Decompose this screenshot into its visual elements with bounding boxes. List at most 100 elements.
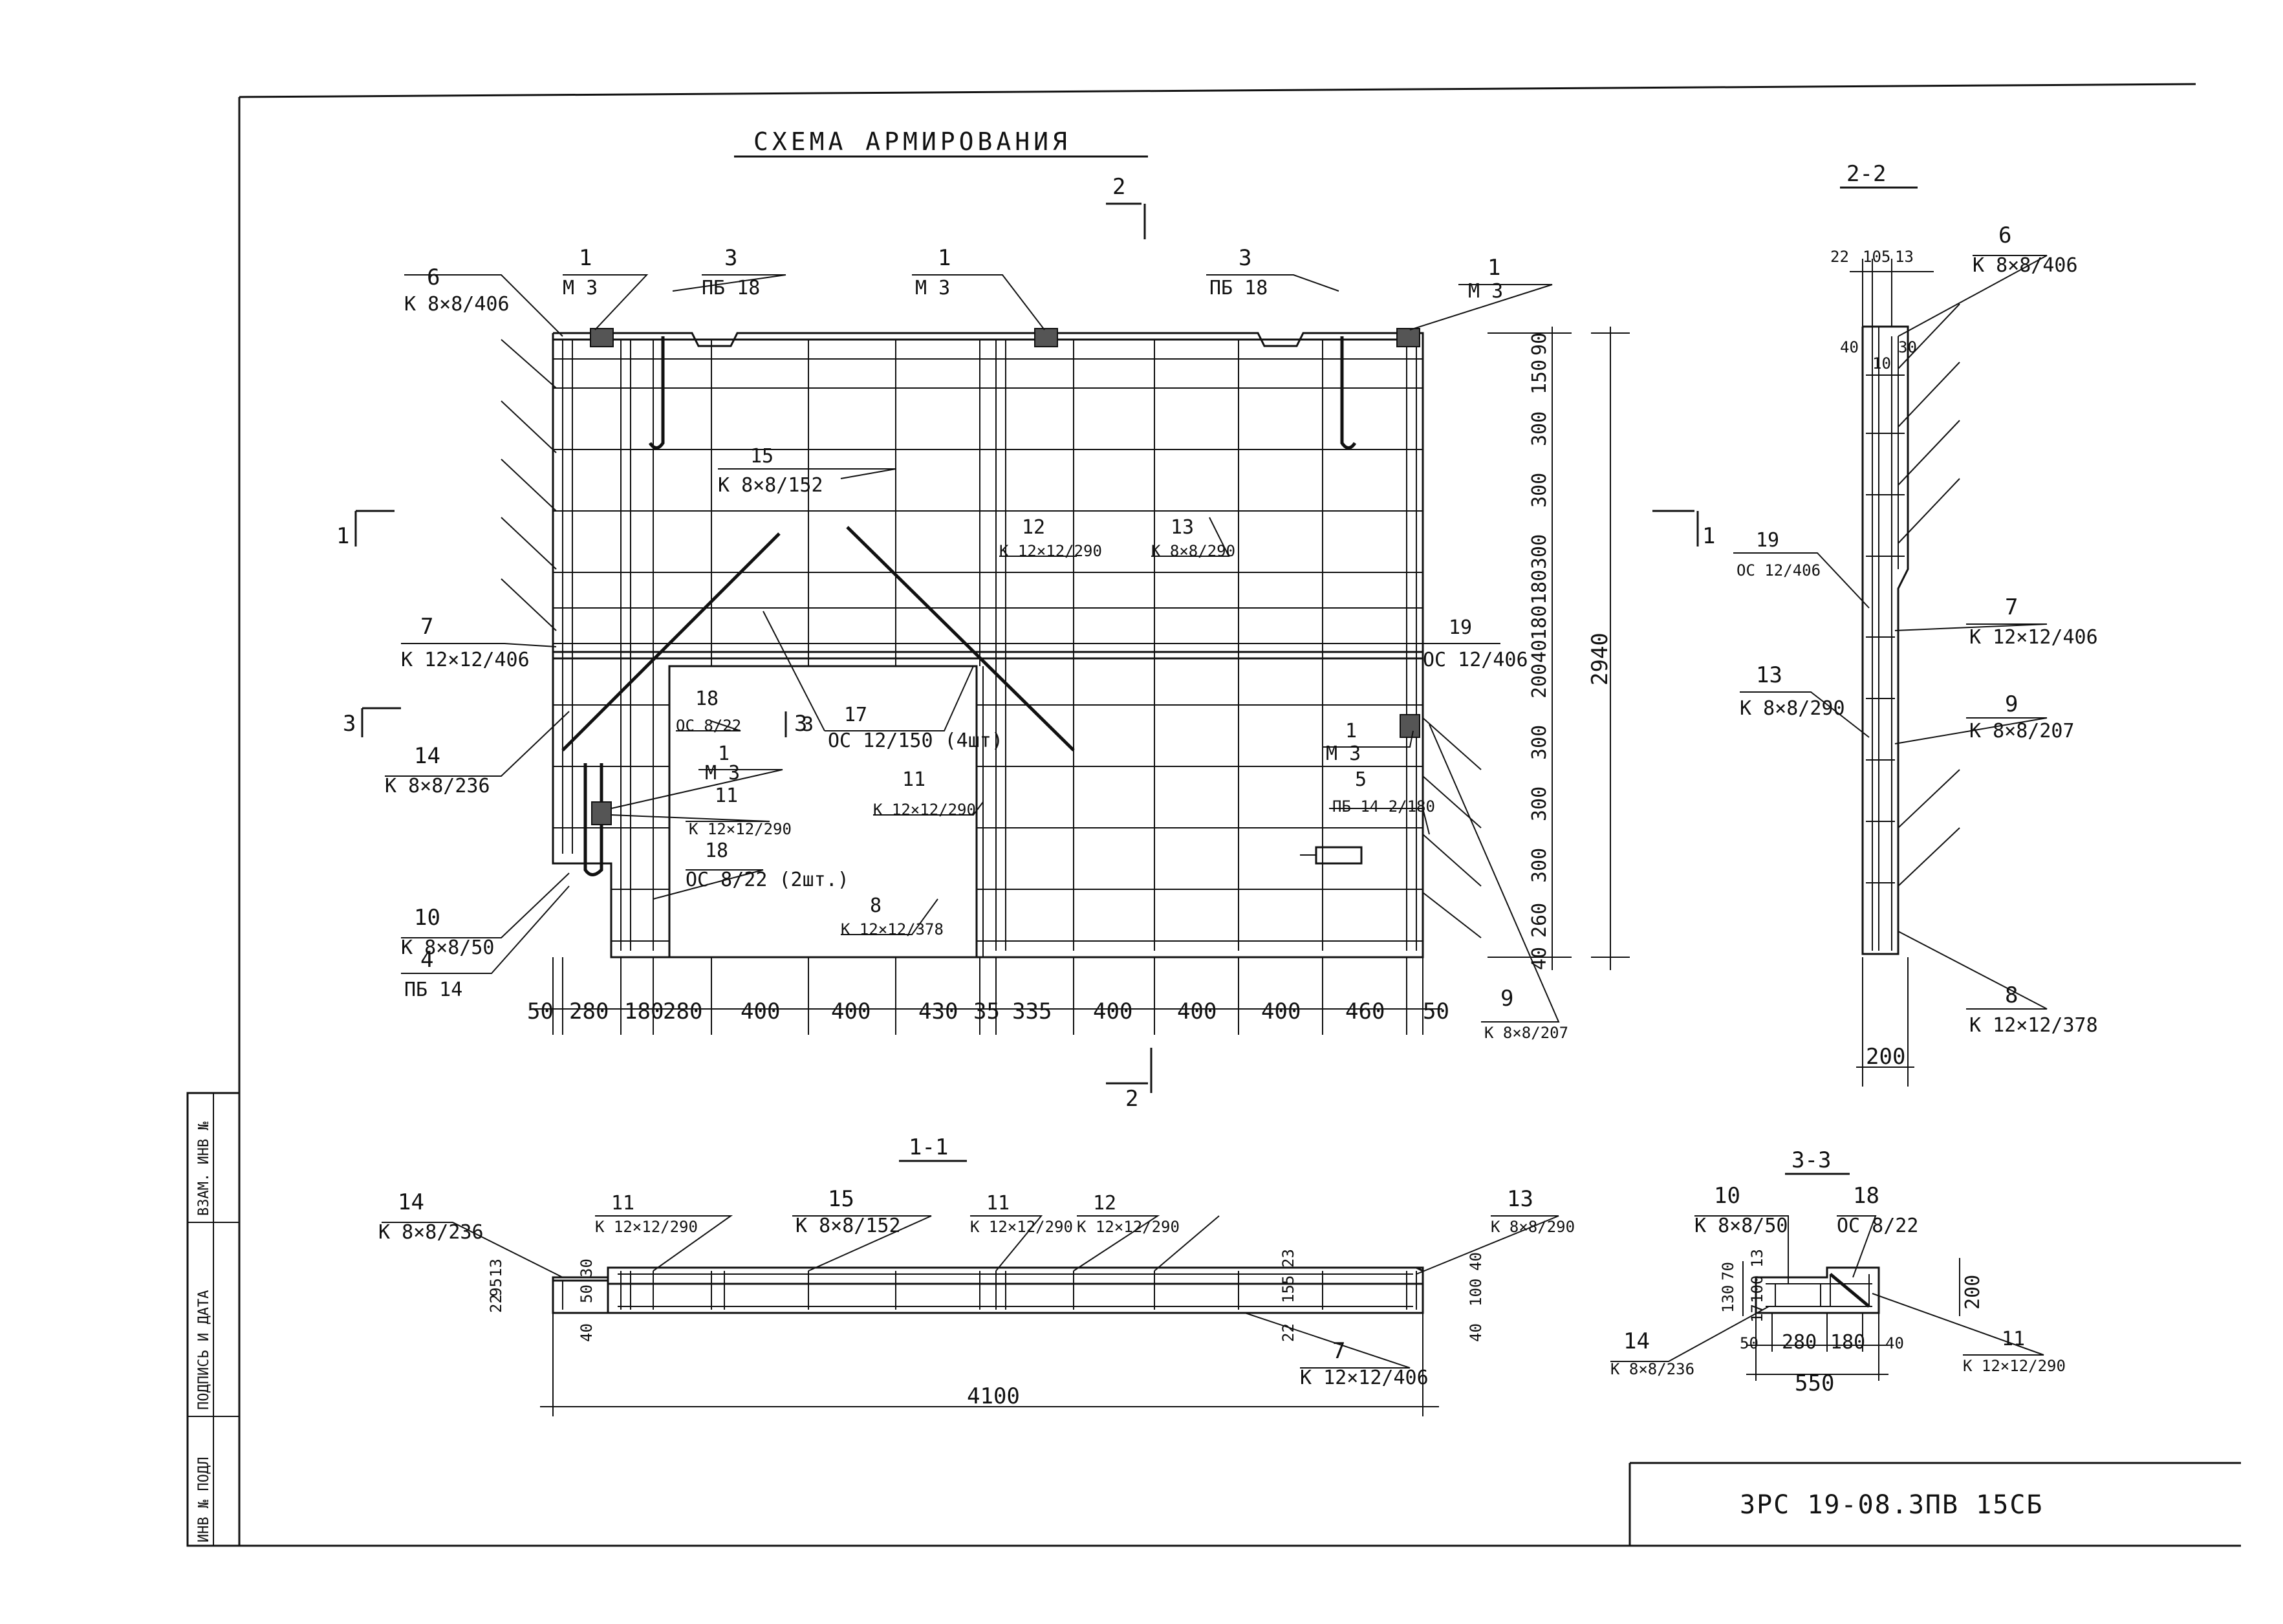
section-1-1-dim: 13 <box>487 1259 505 1277</box>
section-1-1-dim: 40 <box>1467 1323 1485 1342</box>
plan-right-dim: 300 <box>1528 786 1551 821</box>
section-2-2-dim: 22 <box>1830 248 1849 266</box>
section-2-2-bottom-dim: 200 <box>1866 1044 1905 1070</box>
section-2-2-dim: 13 <box>1895 248 1914 266</box>
mark-number: 18 <box>695 687 719 710</box>
mark-spec: ПБ 14 <box>404 979 462 1001</box>
mark-number: 10 <box>414 905 440 931</box>
mark-number: 18 <box>1853 1183 1879 1209</box>
plan-dim: 280 <box>663 999 702 1024</box>
mark-number: 7 <box>1332 1338 1345 1364</box>
section-3-3-dim: 100 <box>1748 1275 1766 1303</box>
cut-1-right: 1 <box>1702 523 1715 549</box>
mark-spec: ОС 12/150 (4шт) <box>828 730 1003 752</box>
mark-spec: К 12×12/290 <box>1077 1218 1180 1236</box>
mark-number: 5 <box>1355 768 1367 791</box>
section-1-1-verticals <box>562 1271 1417 1310</box>
mark-spec: М 3 <box>915 277 950 299</box>
mark-spec: К 8×8/207 <box>1969 720 2075 742</box>
section-3-3-right-dim: 200 <box>1962 1275 1984 1310</box>
mark-spec: К 12×12/406 <box>1969 626 2098 649</box>
section-1-1-dim: 155 <box>1279 1275 1297 1303</box>
plan-right-dim: 150 <box>1528 360 1551 395</box>
mark-spec: К 8×8/290 <box>1151 542 1235 560</box>
mark-number: 14 <box>398 1189 424 1215</box>
mark-spec: К 8×8/152 <box>795 1215 901 1237</box>
mark-number: 1 <box>1488 255 1500 281</box>
plan-horizontal-bars <box>553 358 1423 942</box>
cut-2-bottom: 2 <box>1125 1086 1138 1112</box>
mark-spec: К 8×8/50 <box>401 937 495 959</box>
embedded-plate-m3 <box>590 328 614 347</box>
plan-right-dim: 40 <box>1528 640 1551 663</box>
mark-number: 1 <box>938 245 951 271</box>
embedded-plate-m3 <box>1034 328 1058 347</box>
document-code: ЗРС 19-08.3ПВ 15СБ <box>1740 1490 2043 1520</box>
mark-spec: К 12×12/378 <box>1969 1014 2098 1037</box>
mark-number: 7 <box>420 614 433 640</box>
mark-spec: ПБ 14 2/180 <box>1332 797 1435 816</box>
mark-number: 11 <box>902 768 925 791</box>
section-2-2-title: 2-2 <box>1846 161 1886 187</box>
mark-number: 6 <box>427 265 440 290</box>
mark-spec: К 12×12/290 <box>873 801 976 819</box>
plan-dim: 35 <box>973 999 1000 1024</box>
mark-number: 3 <box>802 713 814 736</box>
plan-dim: 50 <box>527 999 554 1024</box>
stamp-vzam: ВЗАМ. ИНВ № <box>196 1121 212 1216</box>
plan-dim: 460 <box>1345 999 1385 1024</box>
mark-spec: ОС 12/406 <box>1423 649 1528 671</box>
mark-spec: К 12×12/290 <box>970 1218 1073 1236</box>
section-3-3-dim: 130 <box>1719 1285 1737 1313</box>
mark-number: 8 <box>870 894 882 917</box>
mark-spec: К 8×8/236 <box>1610 1360 1694 1378</box>
plan-right-dim: 40 <box>1528 947 1551 970</box>
mark-spec: К 8×8/406 <box>404 293 510 316</box>
mark-spec: К 12×12/406 <box>401 649 530 671</box>
mark-number: 11 <box>2002 1328 2025 1350</box>
stamp-inv-podl: ИНВ № ПОДЛ <box>196 1457 212 1543</box>
plan-total-height: 2940 <box>1587 633 1613 686</box>
mark-number: 18 <box>705 839 728 862</box>
mark-number: 11 <box>986 1192 1010 1215</box>
mark-spec: ОС 12/406 <box>1737 561 1821 579</box>
plan-right-dims: 90 150 300 300 300 180 180 40 200 300 30… <box>1488 327 1630 970</box>
section-2-2-dim: 105 <box>1863 248 1890 266</box>
cut-2-top: 2 <box>1112 174 1125 200</box>
mark-number: 15 <box>750 445 774 468</box>
mark-number: 15 <box>828 1186 854 1212</box>
mark-number: 12 <box>1022 516 1045 539</box>
plan-dim: 400 <box>1261 999 1301 1024</box>
plan-dim: 180 <box>624 999 664 1024</box>
section-3-3-dim: 40 <box>1885 1334 1904 1352</box>
mark-spec: К 12×12/290 <box>1963 1357 2066 1375</box>
section-1-1-dim: 23 <box>1279 1249 1297 1268</box>
sheet-frame <box>238 83 2241 1547</box>
plan-right-dim: 180 <box>1528 570 1551 605</box>
plan-right-dim: 90 <box>1528 332 1551 356</box>
mark-spec: ПБ 18 <box>1209 277 1268 299</box>
mark-spec: М 3 <box>563 277 598 299</box>
mark-spec: К 8×8/236 <box>378 1221 484 1244</box>
mark-number: 11 <box>715 785 738 807</box>
mark-spec: К 8×8/207 <box>1484 1024 1568 1042</box>
section-1-1-dim: 100 <box>1467 1279 1485 1306</box>
plan-right-dim: 260 <box>1528 903 1551 938</box>
section-3-3-dim: 50 <box>1740 1334 1758 1352</box>
mark-number: 1 <box>579 245 592 271</box>
plan-right-dim: 300 <box>1528 534 1551 569</box>
mark-spec: ОС 8/22 <box>1837 1215 1918 1237</box>
plan-right-dim: 300 <box>1528 411 1551 446</box>
section-2-2: 2-2 22 105 13 40 10 30 200 <box>1733 161 2098 1087</box>
mark-spec: К 8×8/50 <box>1694 1215 1788 1237</box>
mark-number: 3 <box>1239 245 1251 271</box>
embedded-plate-m3 <box>1396 328 1420 347</box>
section-3-3-title: 3-3 <box>1791 1147 1831 1173</box>
section-1-1-title: 1-1 <box>909 1134 948 1160</box>
plan-dim: 50 <box>1423 999 1449 1024</box>
section-3-3-dim: 13 <box>1748 1249 1766 1268</box>
mark-spec: К 12×12/406 <box>1300 1367 1429 1389</box>
section-cut-markers: 2 2 1 1 3 3 <box>336 174 1715 1112</box>
section-1-1-dim: 22 <box>1279 1323 1297 1342</box>
section-3-3-dim: 180 <box>1830 1331 1865 1354</box>
